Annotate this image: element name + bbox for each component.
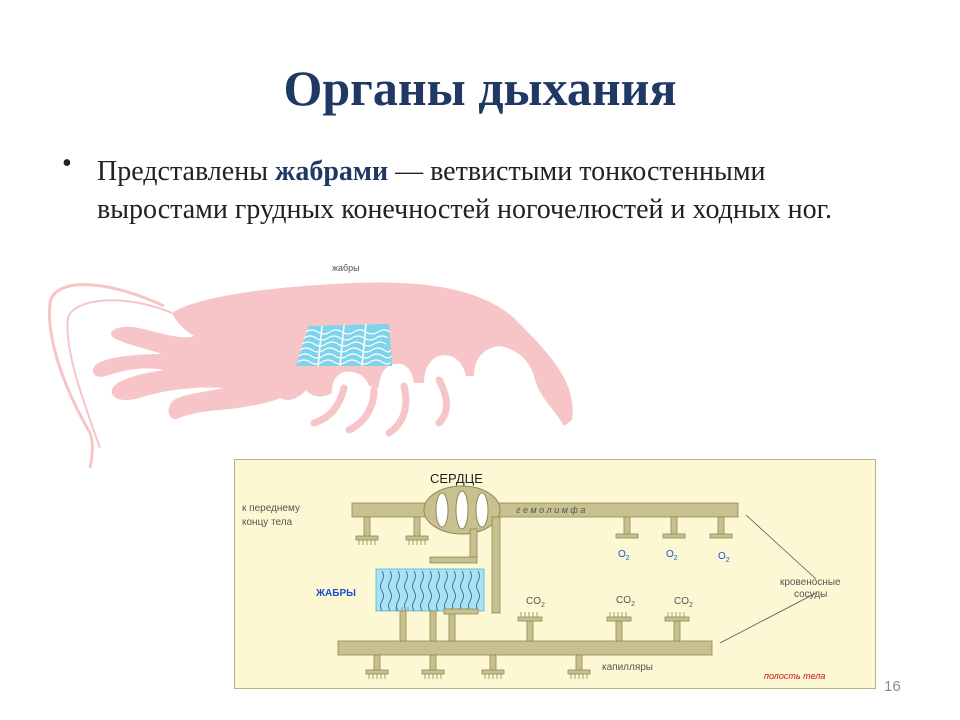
scheme-gills	[375, 568, 485, 612]
gill-return-vessel	[469, 528, 478, 560]
heart	[423, 485, 501, 535]
slide-title: Органы дыхания	[283, 60, 677, 116]
bullet-text-suffix: — ветвистыми тонкостенными выростами гру…	[97, 156, 832, 225]
co2-labels: CO2 CO2 CO2	[526, 595, 693, 609]
scheme-gills-label: ЖАБРЫ	[315, 588, 356, 599]
crayfish-antenna	[66, 299, 173, 449]
o2-label: O	[718, 551, 726, 562]
bullet-text: Представлены жабрами — ветвистыми тонкос…	[97, 153, 887, 229]
upper-branches	[355, 516, 733, 541]
cavity-label: полость тела	[764, 671, 825, 681]
svg-text:CO2: CO2	[674, 596, 693, 609]
o2-sub: 2	[726, 557, 730, 564]
svg-text:O2: O2	[666, 549, 678, 562]
bullet-marker: •	[62, 148, 72, 179]
front-label-line2: концу тела	[242, 517, 293, 528]
o2-labels: O2 O2 O2	[618, 549, 730, 564]
crayfish-legs	[310, 376, 450, 437]
o2-sub: 2	[674, 555, 678, 562]
crayfish-antenna	[47, 283, 165, 469]
vessels-label-line1: кровеносные	[780, 577, 841, 588]
svg-text:O2: O2	[718, 551, 730, 564]
vessels-label-line2: сосуды	[794, 589, 827, 600]
front-label-line1: к переднему	[242, 503, 300, 514]
co2-sub: 2	[541, 602, 545, 609]
bullet-text-highlight: жабрами	[275, 156, 389, 187]
page-number: 16	[884, 678, 901, 695]
co2-sub: 2	[689, 602, 693, 609]
upper-capillary-ticks	[358, 540, 426, 545]
bullet-text-prefix: Представлены	[97, 156, 276, 187]
lower-connectors	[365, 608, 690, 675]
crayfish-illustration: жабры	[47, 263, 573, 469]
capillaries-label: капилляры	[602, 662, 653, 673]
lower-vessel	[337, 640, 713, 656]
svg-text:CO2: CO2	[616, 595, 635, 608]
o2-label: O	[618, 549, 626, 560]
gill-connector	[429, 556, 478, 564]
svg-text:CO2: CO2	[526, 596, 545, 609]
co2-label: CO	[526, 596, 541, 607]
crayfish-gills	[296, 323, 392, 367]
hemolymph-label: г е м о л и м ф а	[516, 505, 585, 515]
co2-label: CO	[674, 596, 689, 607]
heart-outflow-vessel	[491, 516, 501, 614]
crayfish-gills-label: жабры	[332, 263, 360, 273]
svg-text:O2: O2	[618, 549, 630, 562]
co2-label: CO	[616, 595, 631, 606]
o2-label: O	[666, 549, 674, 560]
circulation-scheme: СЕРДЦЕ г е м о л и м ф а к переднему кон…	[234, 459, 876, 689]
vessels-leader-lines	[719, 514, 817, 644]
co2-sub: 2	[631, 601, 635, 608]
lower-capillary-ticks	[368, 607, 685, 679]
o2-sub: 2	[626, 555, 630, 562]
heart-label: СЕРДЦЕ	[430, 471, 483, 486]
